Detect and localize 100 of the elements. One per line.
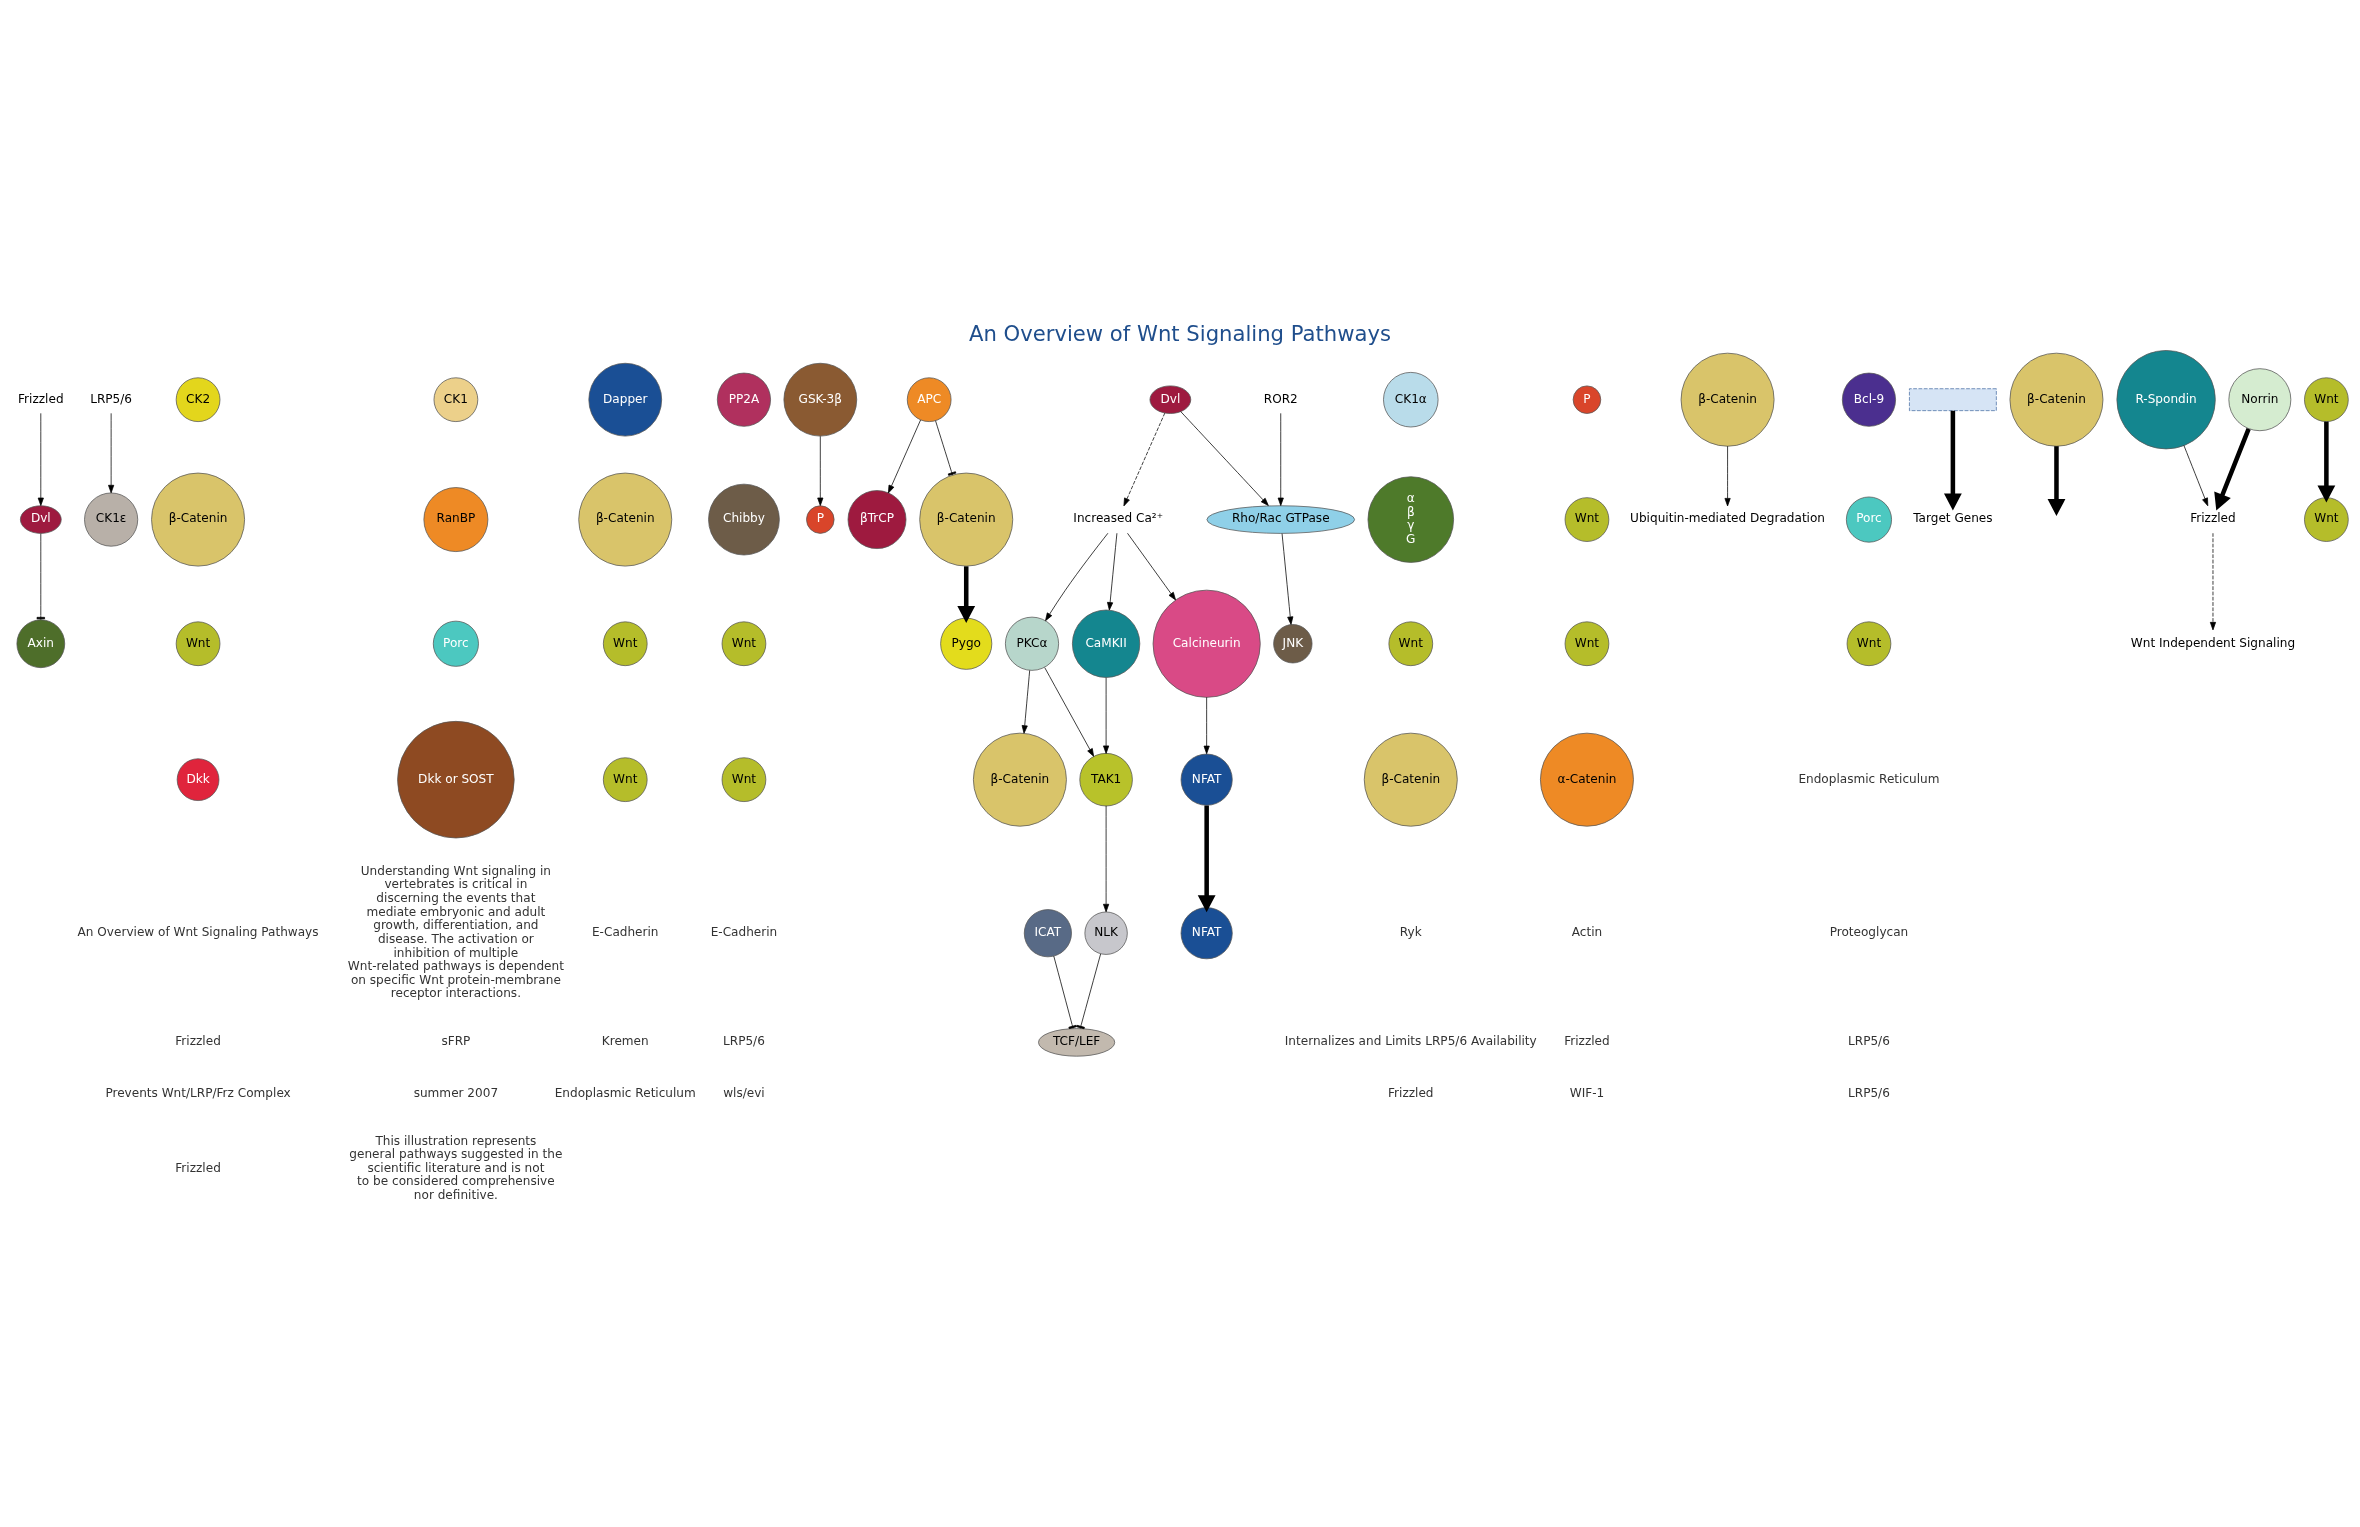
node-text: ROR2 <box>1263 391 1298 406</box>
node-circle: P <box>1572 385 1602 414</box>
connector <box>935 420 957 476</box>
arrow <box>1197 805 1216 913</box>
node-circle: β-Catenin <box>973 732 1067 827</box>
node-circle: Wnt <box>2304 377 2349 422</box>
label: This illustration represents general pathways suggested in the scientific literature and is not to be considered comprehensive nor definitive. <box>349 1133 563 1203</box>
label: Frizzled <box>175 1160 221 1175</box>
node-circle: Dkk <box>176 758 220 801</box>
label: An Overview of Wnt Signaling Pathways <box>77 925 319 940</box>
node-circle: α β γ G <box>1367 476 1454 563</box>
label: WIF-1 <box>1569 1085 1605 1100</box>
node-text: Target Genes <box>1913 511 1993 526</box>
node-circle: CaMKII <box>1072 609 1141 678</box>
node-circle: Wnt <box>2304 497 2349 542</box>
label: Frizzled <box>1388 1085 1434 1100</box>
arrow <box>1107 532 1118 611</box>
label: wls/evi <box>723 1085 765 1100</box>
node-ellipse: Dvl <box>1149 385 1192 414</box>
arrow <box>1123 412 1166 507</box>
node-circle: CK1ε <box>84 492 139 547</box>
arrow <box>2183 445 2209 507</box>
node-text: Frizzled <box>2190 511 2236 526</box>
arrow <box>1021 670 1031 734</box>
node-circle: Axin <box>16 619 66 669</box>
arrow <box>1277 412 1284 506</box>
node-circle: β-Catenin <box>151 472 245 567</box>
connector <box>36 533 45 620</box>
node-circle: Wnt <box>1564 497 1610 542</box>
label: Prevents Wnt/LRP/Frz Complex <box>105 1085 291 1100</box>
node-circle: Wnt <box>175 621 221 667</box>
node-circle: Wnt <box>602 757 648 802</box>
arrow <box>1044 667 1095 757</box>
arrow <box>817 435 824 506</box>
node-circle: R-Spondin <box>2116 350 2216 450</box>
label: Understanding Wnt signaling in vertebrates is critical in discerning the events that mediate embryonic and adult growth, differentiation, and disease. The activation or inhibition of multiple Wnt-related pathways is dependent on specific Wnt protein-membrane receptor interactions. <box>347 863 564 1001</box>
node-circle: PP2A <box>716 372 771 427</box>
node-text: Frizzled <box>18 391 64 406</box>
node-circle: GSK-3β <box>783 362 858 437</box>
node-circle: P <box>806 505 835 534</box>
node-circle: Porc <box>1845 496 1892 543</box>
label: Frizzled <box>175 1034 221 1049</box>
node-circle: β-Catenin <box>1363 732 1458 827</box>
node-circle: TAK1 <box>1079 753 1133 807</box>
arrow <box>1103 677 1110 754</box>
node-circle: NFAT <box>1180 907 1233 960</box>
node-circle: Norrin <box>2228 368 2292 432</box>
arrow <box>37 412 44 506</box>
connector <box>1053 955 1077 1030</box>
node-circle: CK2 <box>175 377 221 422</box>
label: LRP5/6 <box>723 1034 765 1049</box>
node-circle: Wnt <box>721 621 767 667</box>
node-circle: α-Catenin <box>1540 732 1634 827</box>
node-ellipse: TCF/LEF <box>1038 1028 1116 1057</box>
node-circle: Wnt <box>721 757 767 802</box>
arrow <box>2209 532 2216 631</box>
arrow <box>1724 445 1731 507</box>
node-circle: Chibby <box>708 483 780 556</box>
node-circle: Wnt <box>1564 621 1610 667</box>
node-bar <box>1909 388 1997 412</box>
label: Proteoglycan <box>1829 925 1909 940</box>
arrow <box>1281 533 1294 625</box>
connector <box>1076 953 1101 1030</box>
label: LRP5/6 <box>1848 1034 1890 1049</box>
label: Kremen <box>601 1034 649 1049</box>
arrow <box>2047 446 2066 517</box>
arrow <box>108 412 115 494</box>
arrow <box>2214 427 2251 511</box>
label: E-Cadherin <box>591 925 659 940</box>
arrow <box>957 566 976 623</box>
label: sFRP <box>441 1034 471 1049</box>
node-circle: CK1 <box>433 377 479 422</box>
node-circle: Bcl-9 <box>1841 372 1896 427</box>
node-circle: CK1α <box>1383 372 1439 428</box>
node-circle: APC <box>906 377 952 422</box>
label: LRP5/6 <box>1848 1085 1890 1100</box>
node-circle: β-Catenin <box>578 472 673 567</box>
node-circle: NLK <box>1084 911 1128 955</box>
arrow <box>1045 532 1109 622</box>
node-circle: βTrCP <box>847 490 907 549</box>
arrow <box>888 419 921 494</box>
node-circle: Wnt <box>1846 621 1892 667</box>
label: Internalizes and Limits LRP5/6 Availability <box>1284 1034 1537 1049</box>
arrow <box>1103 805 1110 913</box>
node-circle: β-Catenin <box>2009 352 2104 447</box>
node-text: Wnt Independent Signaling <box>2130 635 2296 650</box>
node-text: LRP5/6 <box>90 391 133 406</box>
arrow <box>1203 696 1210 755</box>
node-ellipse: Dvl <box>20 505 62 534</box>
arrow <box>2317 421 2336 503</box>
node-circle: Dkk or SOST <box>397 720 515 839</box>
node-circle: JNK <box>1273 624 1313 664</box>
node-circle: NFAT <box>1180 753 1233 806</box>
node-text: Ubiquitin-mediated Degradation <box>1630 511 1826 526</box>
node-circle: Dapper <box>588 362 663 437</box>
label: summer 2007 <box>413 1085 499 1100</box>
label: Endoplasmic Reticulum <box>1798 771 1940 786</box>
node-ellipse: Rho/Rac GTPase <box>1206 505 1355 534</box>
node-circle: Wnt <box>602 621 648 667</box>
node-circle: Wnt <box>1388 621 1434 667</box>
